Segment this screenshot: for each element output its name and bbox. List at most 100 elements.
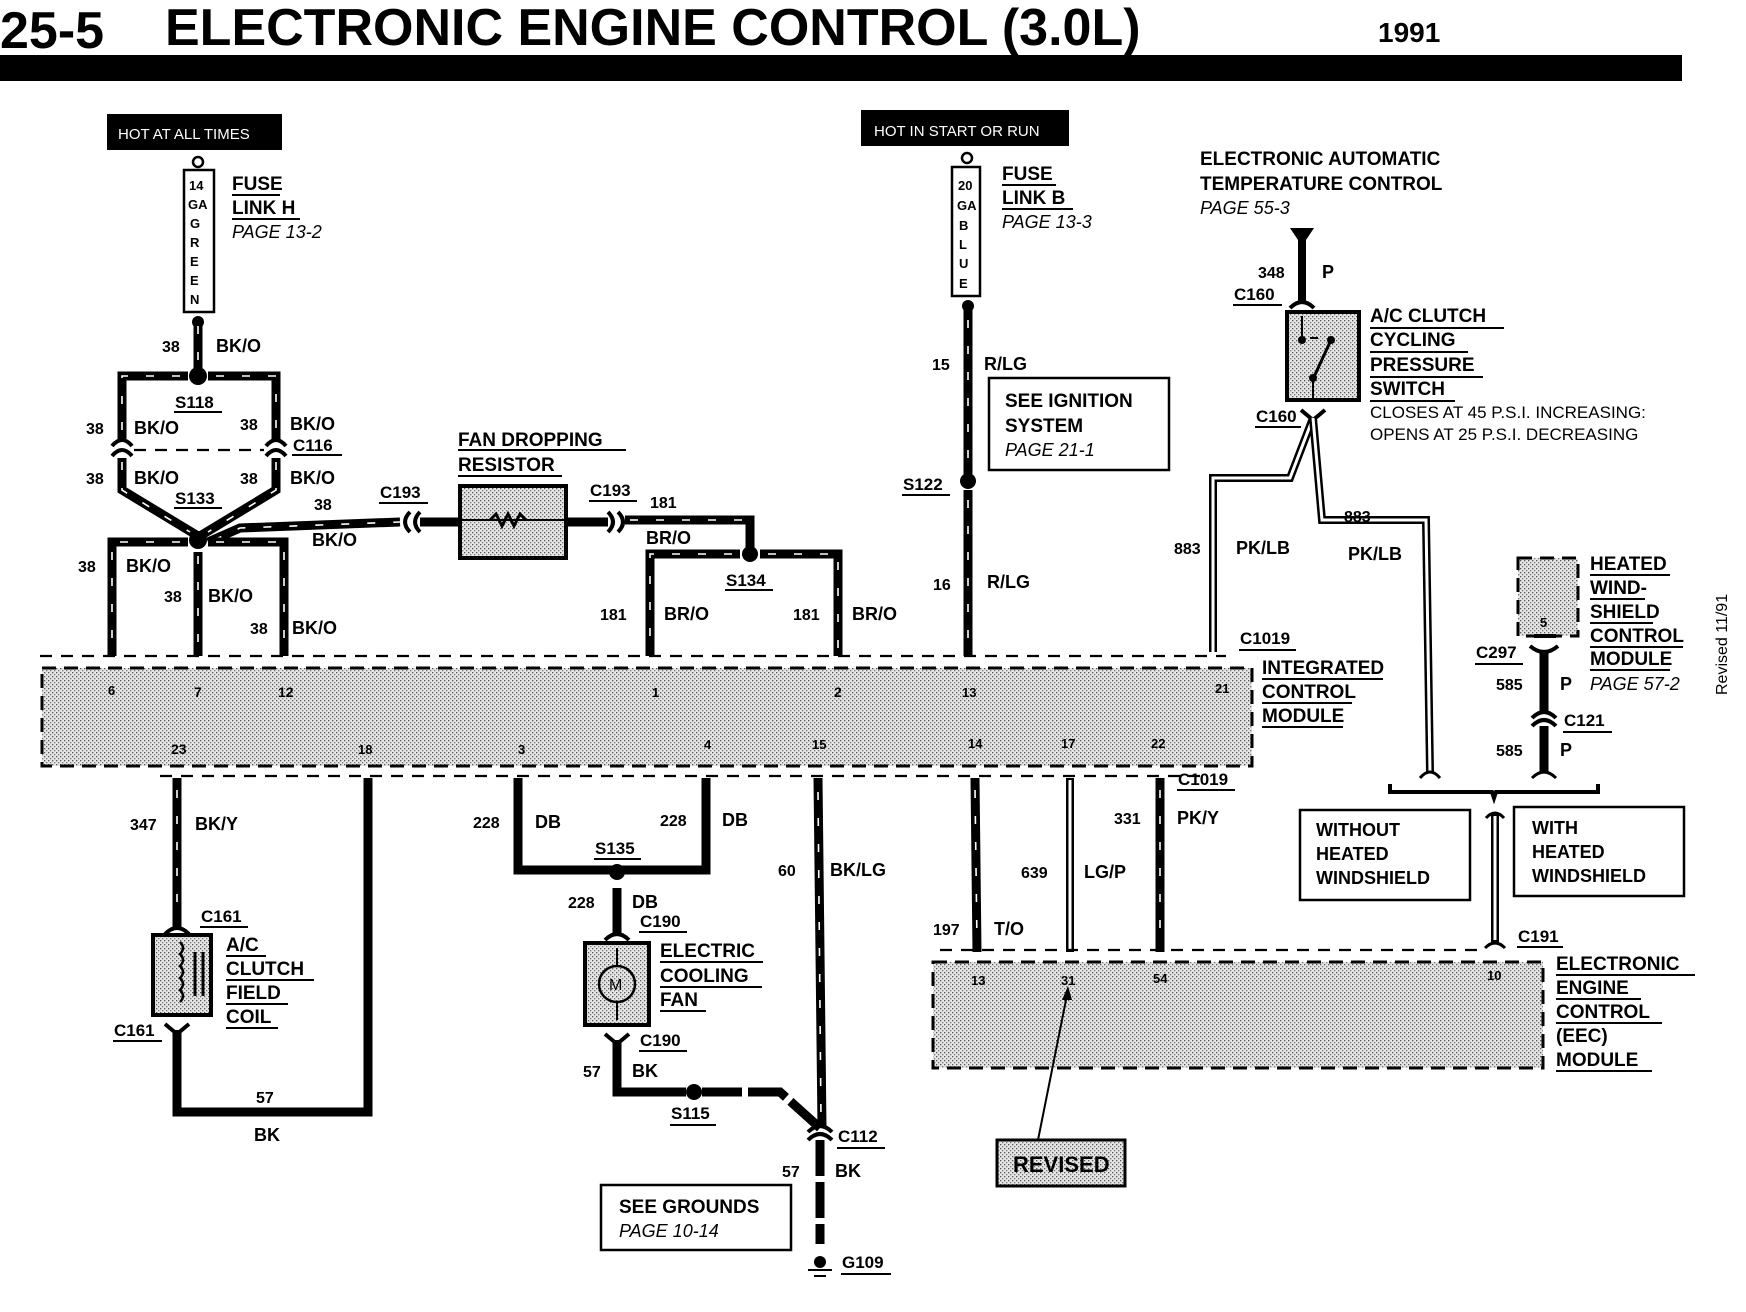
header-bar: [0, 55, 1682, 81]
wire-path: [649, 553, 732, 650]
connector-c193-right-icon: [606, 510, 615, 534]
resistor-icon: [488, 510, 528, 530]
label: E: [190, 254, 199, 269]
splice-s118-dot: [189, 367, 207, 385]
label: A/C CLUTCH: [1370, 306, 1486, 327]
splice-s115-label: S115: [671, 1104, 710, 1123]
connector-c161-top-label: C161: [201, 907, 242, 926]
label: BK/O: [134, 468, 179, 488]
label: GA: [188, 197, 208, 212]
wire-path: [768, 553, 839, 650]
label: FAN: [660, 990, 698, 1011]
label: 38: [86, 421, 104, 438]
box-shape: [931, 960, 1545, 1070]
label: BK/O: [126, 556, 171, 576]
splice-s133-dot: [189, 531, 207, 549]
page-header: 25-5 ELECTRONIC ENGINE CONTROL (3.0L) 19…: [0, 0, 1682, 81]
wire-path: [107, 537, 188, 656]
eatc-reference: ELECTRONIC AUTOMATIC TEMPERATURE CONTROL…: [1200, 149, 1443, 310]
label: BK/O: [134, 418, 179, 438]
icm-pin: 14: [968, 736, 983, 751]
splice-s122-label: S122: [903, 475, 943, 494]
connector-c193-left-icon: [403, 510, 412, 534]
label: CLUTCH: [226, 959, 304, 980]
label: GA: [957, 198, 977, 213]
label: FIELD: [226, 983, 281, 1004]
label: DB: [722, 810, 748, 830]
label: SEE GROUNDS: [619, 1197, 759, 1218]
label: PK/LB: [1348, 544, 1402, 564]
label: RESISTOR: [458, 455, 555, 476]
eec-pin: 10: [1487, 968, 1501, 983]
label: WITH: [1532, 818, 1578, 838]
label: PAGE 13-3: [1002, 212, 1092, 232]
label: LG/P: [1084, 862, 1126, 882]
hwcm-pin: 5: [1540, 615, 1547, 630]
label: (EEC): [1556, 1026, 1608, 1047]
label: 181: [650, 495, 677, 512]
wire-path: [121, 462, 191, 533]
icm-pin: 13: [962, 685, 976, 700]
hot-in-start-or-run-label: HOT IN START OR RUN: [874, 123, 1040, 140]
label: 348: [1258, 265, 1285, 282]
label: BK: [835, 1161, 861, 1181]
wire-path: [121, 375, 180, 440]
wire-path: [625, 515, 755, 548]
label: BR/O: [852, 604, 897, 624]
label: 38: [78, 559, 96, 576]
connector-c116-label: C116: [293, 436, 333, 455]
splice-s134-label: S134: [726, 571, 766, 590]
see-ignition-note: SEE IGNITION SYSTEM PAGE 21-1: [987, 376, 1171, 472]
label: BK/Y: [195, 814, 238, 834]
connector-c160-top-label: C160: [1234, 285, 1275, 304]
label: 181: [600, 607, 627, 624]
label: COOLING: [660, 966, 749, 987]
wire-38-bk-o-network: [107, 316, 401, 656]
hot-at-all-times-source: HOT AT ALL TIMES 14 GA G R E E N FUSE LI…: [107, 114, 322, 314]
icm-pin: 18: [358, 742, 372, 757]
label: 38: [314, 497, 332, 514]
year-label: 1991: [1378, 17, 1440, 48]
splice-s118-label: S118: [175, 393, 214, 412]
label: 228: [568, 895, 595, 912]
label: PK/Y: [1177, 808, 1219, 828]
connector-shape: [163, 926, 191, 936]
label: 883: [1174, 541, 1201, 558]
label: 347: [130, 817, 157, 834]
label: WITHOUT: [1316, 820, 1400, 840]
label: BK/O: [216, 336, 261, 356]
wire-segment: [817, 791, 822, 1121]
label: 38: [162, 339, 180, 356]
box-shape: [933, 962, 1543, 1068]
label: PRESSURE: [1370, 355, 1475, 376]
label: CONTROL: [1262, 682, 1356, 703]
connector-c1019-bottom-label: C1019: [1178, 770, 1228, 789]
connector-shape: [1530, 770, 1558, 780]
connector-c160-bottom-label: C160: [1256, 407, 1297, 426]
label: CONTROL: [1556, 1002, 1650, 1023]
label: A/C: [226, 935, 259, 956]
label: 331: [1114, 811, 1141, 828]
label: MODULE: [1262, 706, 1344, 727]
label: 38: [240, 471, 258, 488]
fan-dropping-resistor: FAN DROPPING RESISTOR C193 C193: [379, 430, 637, 560]
connector-c112-label: C112: [838, 1127, 878, 1146]
connector-shape: [1530, 718, 1558, 728]
label: M: [609, 977, 622, 994]
switch-icon: [1312, 339, 1333, 378]
label: R/LG: [987, 572, 1030, 592]
label: MODULE: [1590, 649, 1672, 670]
connector-c193-right-label: C193: [590, 481, 631, 500]
label: ELECTRIC: [660, 941, 755, 962]
wire-path: [172, 778, 373, 1117]
icm-pin: 3: [518, 742, 525, 757]
wire-path: [702, 1087, 824, 1132]
fuse-link-h-name2: LINK H: [232, 198, 295, 219]
box-shape: [599, 1183, 793, 1252]
label: SEE IGNITION: [1005, 391, 1133, 412]
ac-switch-title: A/C CLUTCH CYCLING PRESSURE SWITCH: [1370, 306, 1504, 402]
label: 38: [250, 621, 268, 638]
eec-module: 13 31 54 10 ELECTRONIC ENGINE CONTROL (E…: [931, 954, 1695, 1072]
revised-callout: REVISED: [995, 986, 1127, 1188]
connector-shape: [1530, 710, 1558, 720]
